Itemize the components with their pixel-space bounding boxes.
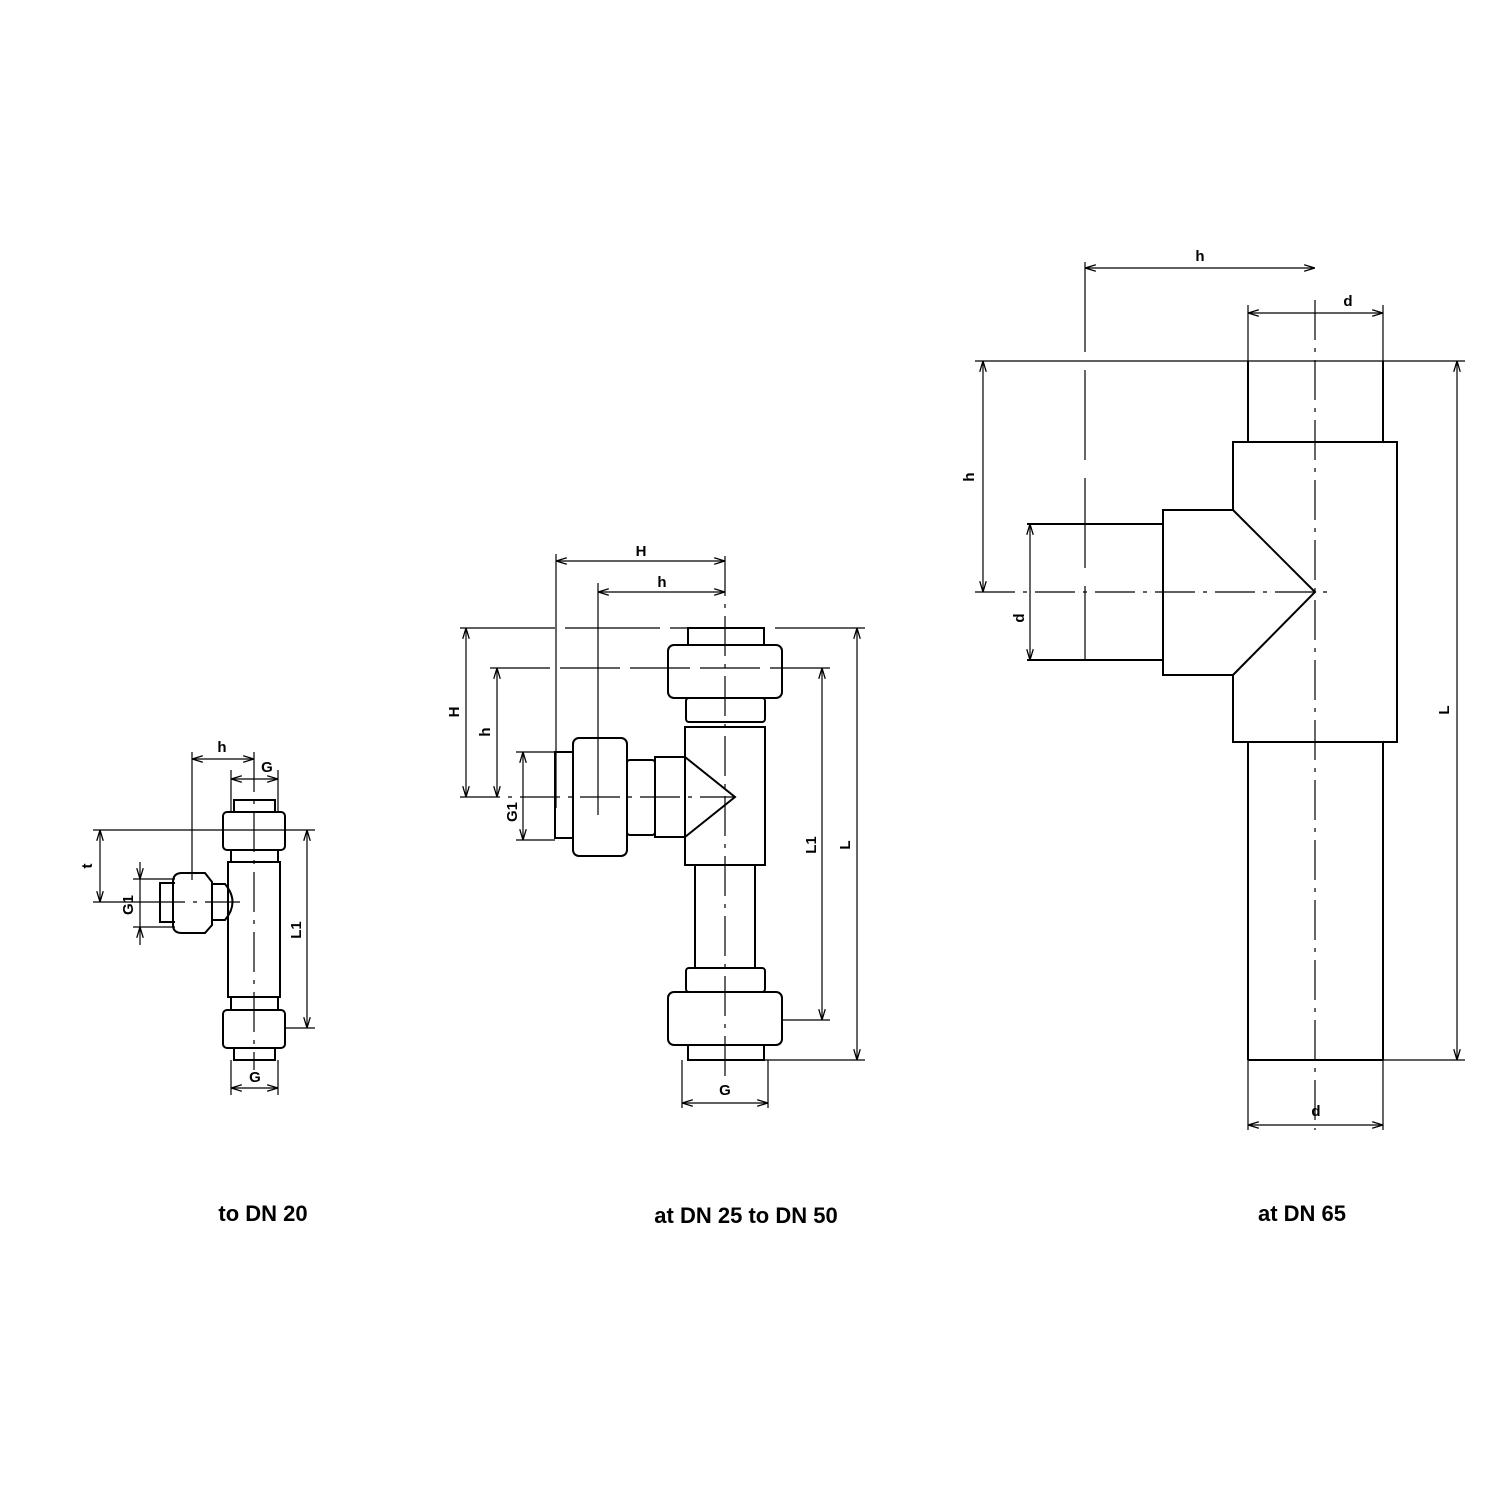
dim-label-l1: L1 xyxy=(803,836,820,854)
dim-label-h-vertical: h xyxy=(961,472,978,481)
dim-label-h-horizontal: h xyxy=(1195,248,1204,265)
caption-dn20: to DN 20 xyxy=(218,1201,307,1226)
caption-dn65: at DN 65 xyxy=(1258,1201,1346,1226)
tee-dn65-drawing: h d h d L d at DN 65 xyxy=(961,248,1465,1226)
dim-label-g1: G1 xyxy=(504,802,521,822)
dim-label-g: G xyxy=(719,1082,731,1099)
dim-label-H-vertical: H xyxy=(446,707,463,718)
dim-label-l: L xyxy=(837,840,854,849)
dim-label-g1: G1 xyxy=(120,895,137,915)
dim-label-h-horizontal: h xyxy=(657,574,666,591)
dim-label-h-vertical: h xyxy=(477,727,494,736)
dim-label-l1: L1 xyxy=(288,921,305,939)
dim-label-H-horizontal: H xyxy=(636,543,647,560)
dim-label-t: t xyxy=(79,864,96,869)
dim-label-g-bottom: G xyxy=(249,1069,261,1086)
tee-dn25-50-drawing: H h H h G1 L1 L G at DN 25 to DN 50 xyxy=(446,543,865,1228)
caption-dn25-50: at DN 25 to DN 50 xyxy=(654,1203,837,1228)
dim-label-h: h xyxy=(217,739,226,756)
dim-label-d-top: d xyxy=(1343,293,1352,310)
dim-label-g-top: G xyxy=(261,759,273,776)
dim-label-l: L xyxy=(1436,705,1453,714)
dim-label-d-side: d xyxy=(1011,613,1028,622)
tee-dn20-drawing: h G t G1 L1 G to DN 20 xyxy=(79,739,315,1226)
dim-label-d-bottom: d xyxy=(1311,1103,1320,1120)
